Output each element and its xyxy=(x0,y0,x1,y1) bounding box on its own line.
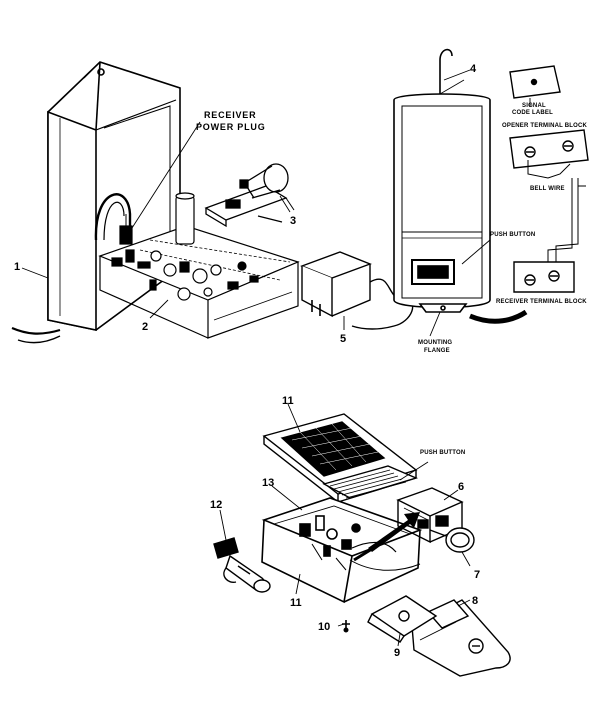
opener-terminal-block xyxy=(509,129,589,169)
callout-8: 8 xyxy=(472,595,478,607)
transmitter-top-cover xyxy=(262,413,419,504)
callout-numbers: 1 2 3 5 4 11 6 13 12 7 11 8 10 9 xyxy=(14,63,480,659)
label-receiver-power-plug-1: RECEIVER xyxy=(204,110,256,120)
callout-4: 4 xyxy=(470,63,477,75)
label-signal-code-1: SIGNAL xyxy=(522,103,546,109)
plug-in-transformer-part3 xyxy=(204,163,295,228)
callout-1: 1 xyxy=(14,261,20,273)
label-receiver-power-plug-2: POWER PLUG xyxy=(196,122,266,132)
battery-clip-part7 xyxy=(429,527,475,553)
antenna-assembly-part12 xyxy=(213,537,271,593)
callout-7: 7 xyxy=(474,569,480,581)
callout-6: 6 xyxy=(458,481,464,493)
transmitter-case-housing xyxy=(261,497,423,604)
wall-push-button-unit xyxy=(393,48,528,324)
callout-5: 5 xyxy=(340,333,346,345)
clip-plate-part9 xyxy=(367,595,438,643)
callout-2: 2 xyxy=(142,321,148,333)
callout-13: 13 xyxy=(262,477,274,489)
transformer-part5 xyxy=(300,251,414,330)
insert-direction-arrow xyxy=(353,512,420,562)
callout-3: 3 xyxy=(290,215,296,227)
label-push-button-upper: PUSH BUTTON xyxy=(490,232,535,238)
callout-9: 9 xyxy=(394,647,400,659)
receiver-terminal-block xyxy=(513,261,575,293)
callout-11-top: 11 xyxy=(282,395,294,407)
callout-10: 10 xyxy=(318,621,330,633)
label-bell-wire: BELL WIRE xyxy=(530,186,565,192)
label-mounting-flange-2: FLANGE xyxy=(424,348,450,354)
label-mounting-flange-1: MOUNTING xyxy=(418,340,452,346)
label-push-button-lower: PUSH BUTTON xyxy=(420,450,465,456)
receiver-housing xyxy=(11,61,181,344)
callout-11-side: 11 xyxy=(290,597,302,609)
belt-clip-part8 xyxy=(411,599,511,677)
label-receiver-terminal-block: RECEIVER TERMINAL BLOCK xyxy=(496,299,587,305)
receiver-circuit-board xyxy=(94,192,300,339)
signal-code-label xyxy=(509,65,561,99)
label-signal-code-2: CODE LABEL xyxy=(512,110,553,116)
annotation-labels: RECEIVER POWER PLUG SIGNAL CODE LABEL OP… xyxy=(196,103,588,456)
bell-wire xyxy=(527,160,586,262)
leader-lines xyxy=(21,69,531,647)
callout-12: 12 xyxy=(210,499,222,511)
label-opener-terminal-block: OPENER TERMINAL BLOCK xyxy=(502,123,588,129)
screw-part10 xyxy=(342,620,350,633)
